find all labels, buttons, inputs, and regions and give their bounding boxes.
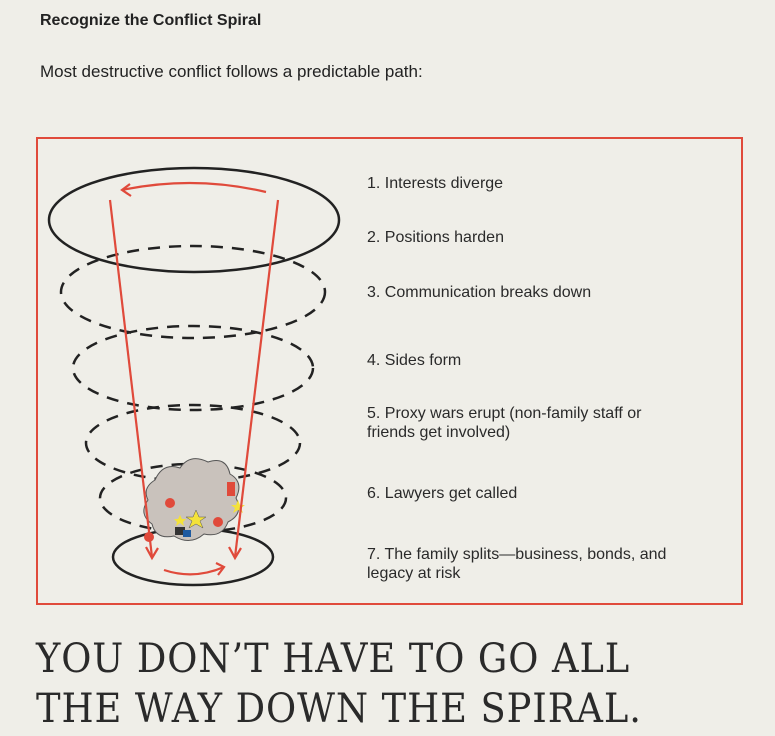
banner-heading: YOU DON’T HAVE TO GO ALL THE WAY DOWN TH… — [36, 636, 642, 732]
spiral-frame — [36, 137, 743, 605]
step-7: 7. The family splits—business, bonds, an… — [367, 546, 667, 582]
step-6: 6. Lawyers get called — [367, 485, 518, 502]
spiral-ring-3 — [71, 324, 315, 412]
step-4: 4. Sides form — [367, 352, 462, 369]
step-3: 3. Communication breaks down — [367, 284, 592, 301]
spiral-arrows — [108, 181, 280, 576]
spiral-ring-4 — [84, 403, 302, 483]
intro-text: Most destructive conflict follows a pred… — [40, 62, 423, 81]
spiral-ring-1 — [47, 166, 341, 274]
step-5: 5. Proxy wars erupt (non-family staff or… — [367, 405, 642, 441]
section-title: Recognize the Conflict Spiral — [40, 12, 262, 29]
step-1: 1. Interests diverge — [367, 175, 504, 192]
conflict-cloud-icon — [143, 458, 245, 542]
step-2: 2. Positions harden — [367, 229, 504, 246]
spiral-ring-2 — [59, 244, 327, 340]
